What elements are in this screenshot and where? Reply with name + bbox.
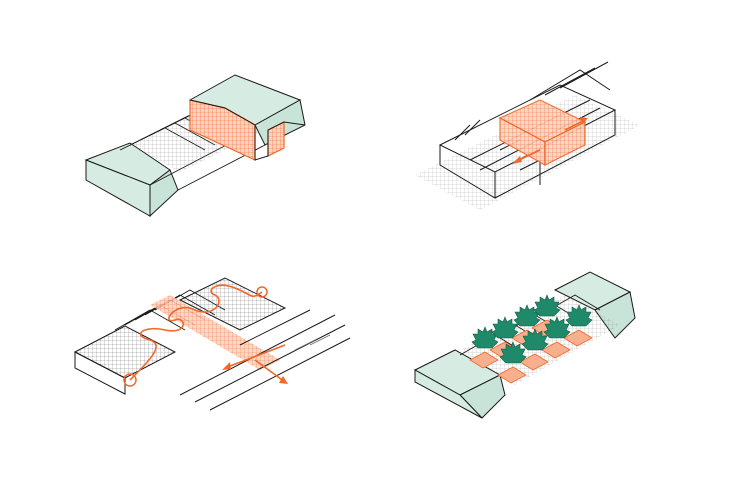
panel-frame-insert — [415, 61, 640, 210]
panel-circulation-routes — [73, 277, 351, 411]
gray-arrows — [294, 334, 331, 351]
mint-block-lower-left — [413, 349, 506, 419]
panel-planted-courts — [413, 271, 636, 419]
meandering-route — [129, 284, 263, 381]
tree-icon — [521, 328, 549, 351]
tree-icon — [499, 341, 527, 364]
hall-frame-outline — [438, 61, 617, 199]
tree-icon — [543, 316, 571, 339]
tree-icon — [491, 316, 519, 339]
tree-icon — [565, 304, 593, 327]
route-node-end — [256, 286, 268, 298]
orange-street-band — [150, 295, 280, 370]
route-node-start — [123, 373, 137, 387]
panel-existing-hall — [84, 74, 306, 218]
left-block — [73, 325, 177, 379]
tree-icon — [471, 326, 499, 349]
tree-icon — [533, 294, 561, 317]
orange-core-volume — [498, 99, 587, 167]
tree-icon — [513, 304, 541, 327]
expansion-arrows — [512, 117, 588, 164]
right-block — [178, 277, 287, 331]
mint-block-upper-right — [553, 271, 636, 339]
rail-lines — [179, 309, 351, 411]
cross-arrow — [222, 344, 288, 384]
trees — [471, 294, 593, 364]
